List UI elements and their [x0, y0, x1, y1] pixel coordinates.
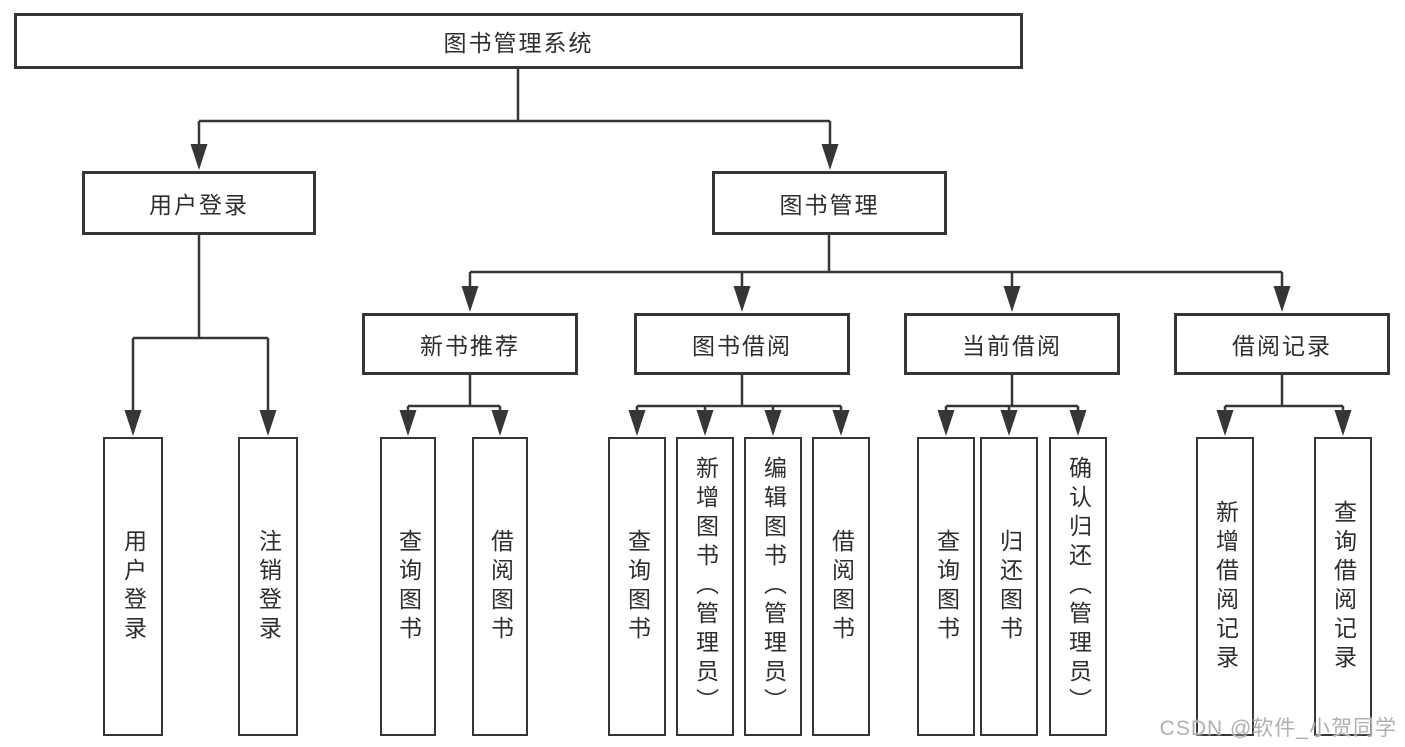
- node-query-book-borrow: 查询图书: [608, 437, 666, 736]
- arrowhead-icon: [1273, 286, 1291, 312]
- arrowhead-icon: [1003, 286, 1021, 312]
- arrowhead-icon: [399, 410, 417, 436]
- arrowhead-icon: [696, 410, 714, 436]
- arrowhead-icon: [832, 410, 850, 436]
- node-add-borrow-record: 新增借阅记录: [1196, 437, 1254, 736]
- node-return-book: 归还图书: [980, 437, 1038, 736]
- node-root: 图书管理系统: [14, 13, 1023, 69]
- node-borrow-records: 借阅记录: [1174, 313, 1390, 375]
- node-query-borrow-record: 查询借阅记录: [1314, 437, 1372, 736]
- arrowhead-icon: [259, 410, 277, 436]
- node-borrow-book-recommend: 借阅图书: [472, 437, 528, 736]
- node-confirm-return-admin: 确认归还（管理员）: [1049, 437, 1107, 736]
- arrowhead-icon: [821, 144, 839, 170]
- arrowhead-icon: [461, 286, 479, 312]
- arrowhead-icon: [1069, 410, 1087, 436]
- node-query-book-recommend: 查询图书: [380, 437, 436, 736]
- node-query-book-current: 查询图书: [917, 437, 975, 736]
- arrowhead-icon: [1334, 410, 1352, 436]
- node-user-login: 用户登录: [82, 171, 316, 235]
- watermark-text: CSDN @软件_小贺同学: [1159, 717, 1397, 740]
- arrowhead-icon: [937, 410, 955, 436]
- arrowhead-icon: [124, 410, 142, 436]
- arrowhead-icon: [764, 410, 782, 436]
- node-edit-book-admin: 编辑图书（管理员）: [744, 437, 802, 736]
- arrowhead-icon: [1000, 410, 1018, 436]
- node-current-borrow: 当前借阅: [904, 313, 1120, 375]
- arrowhead-icon: [190, 144, 208, 170]
- node-borrow-book-leaf: 借阅图书: [812, 437, 870, 736]
- node-add-book-admin: 新增图书（管理员）: [676, 437, 734, 736]
- node-new-book-recommend: 新书推荐: [362, 313, 578, 375]
- node-user-login-leaf: 用户登录: [103, 437, 163, 736]
- node-book-management: 图书管理: [712, 171, 947, 235]
- arrowhead-icon: [491, 410, 509, 436]
- node-book-borrow: 图书借阅: [634, 313, 850, 375]
- arrowhead-icon: [628, 410, 646, 436]
- node-logout-leaf: 注销登录: [238, 437, 298, 736]
- arrowhead-icon: [733, 286, 751, 312]
- arrowhead-icon: [1216, 410, 1234, 436]
